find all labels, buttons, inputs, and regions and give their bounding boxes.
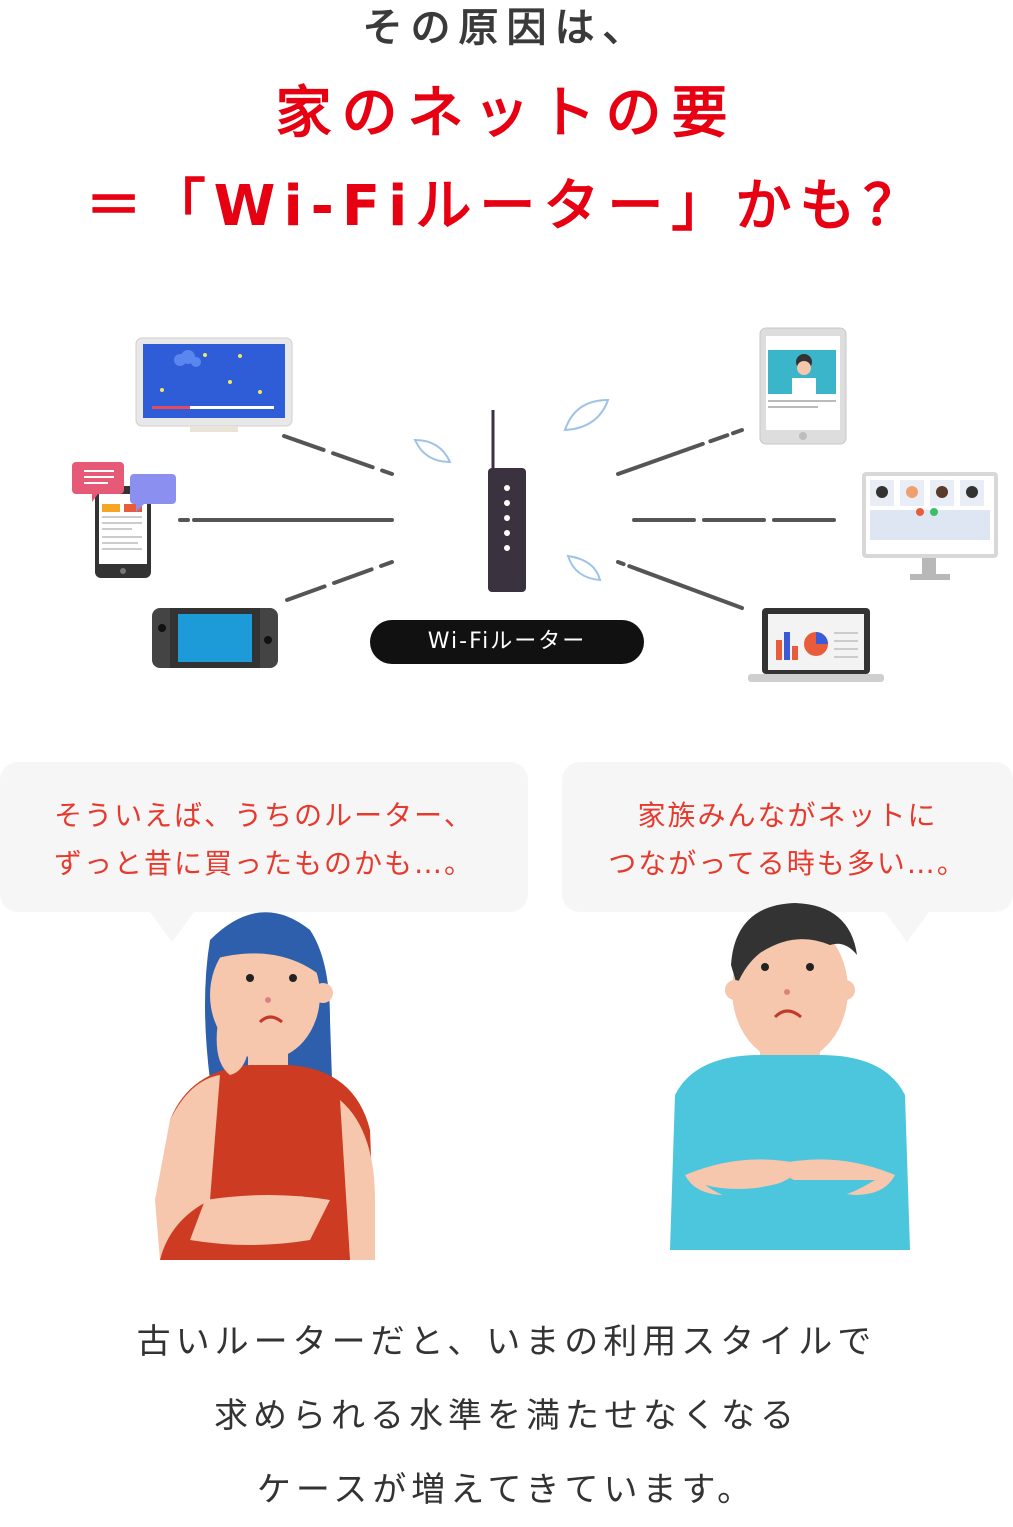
- conclusion-line: ケースが増えてきています。: [256, 1470, 757, 1510]
- conclusion-line: 古いルーターだと、いまの利用スタイルで: [136, 1322, 877, 1362]
- worried-woman-illustration: [155, 912, 375, 1260]
- bubble-text-line: つながってる時も多い…。: [608, 847, 967, 880]
- network-diagram: [72, 327, 998, 682]
- game-console-icon: [152, 608, 278, 668]
- bubble-text-line: そういえば、うちのルーター、: [54, 799, 474, 832]
- speech-bubble-tail: [885, 912, 929, 942]
- speech-bubble-tail: [150, 912, 194, 942]
- tablet-icon: [759, 327, 847, 445]
- router-label: Wi-Fiルーター: [370, 620, 644, 664]
- conclusion-text: 古いルーターだと、いまの利用スタイルで 求められる水準を満たせなくなる ケースが…: [0, 1305, 1013, 1527]
- conclusion-line: 求められる水準を満たせなくなる: [214, 1396, 799, 1436]
- laptop-icon: [748, 608, 884, 682]
- wifi-signal-icon: [413, 398, 610, 582]
- router-icon: [488, 410, 526, 592]
- connection-lines: [178, 428, 838, 610]
- speech-bubble-man: 家族みんながネットに つながってる時も多い…。: [562, 762, 1013, 912]
- smartphone-icon: [72, 462, 176, 578]
- video-call-monitor-icon: [862, 472, 998, 580]
- tv-icon: [135, 337, 293, 432]
- headline-lead: その原因は、: [362, 5, 651, 51]
- worried-man-illustration: [670, 903, 910, 1250]
- headline-sub: ＝「Wi-Fiルーター」かも？: [85, 174, 928, 239]
- headline-main: 家のネットの要: [275, 81, 738, 146]
- bubble-text-line: ずっと昔に買ったものかも…。: [53, 847, 474, 880]
- bubble-text-line: 家族みんながネットに: [637, 799, 938, 832]
- speech-bubble-woman: そういえば、うちのルーター、 ずっと昔に買ったものかも…。: [0, 762, 528, 912]
